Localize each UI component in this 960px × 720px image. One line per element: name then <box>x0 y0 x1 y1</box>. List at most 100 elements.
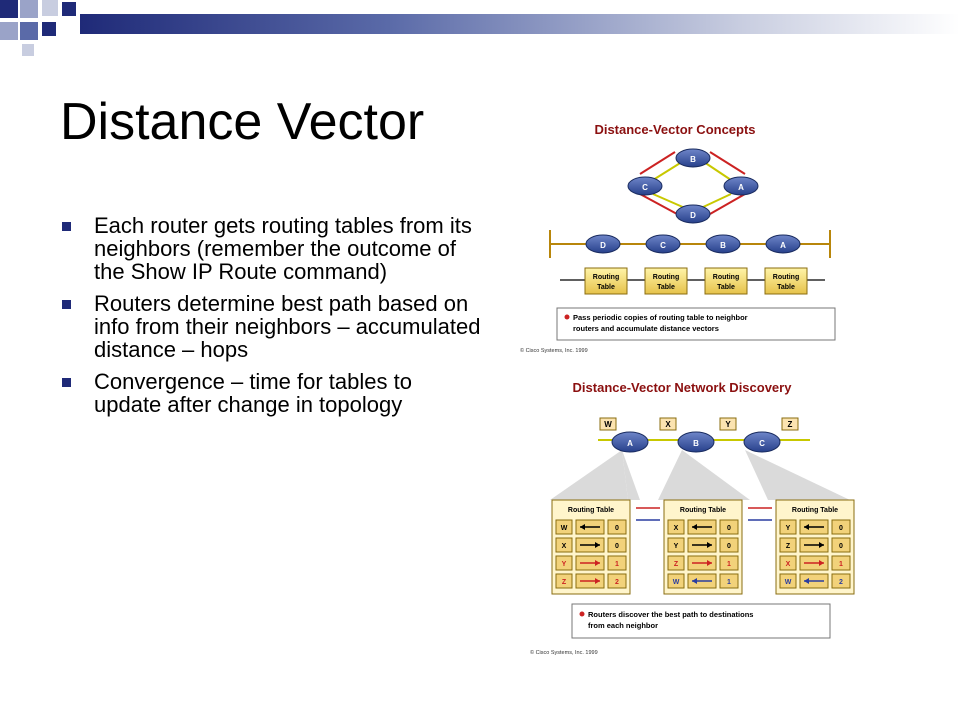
routing-table-network: Y <box>786 525 791 532</box>
bullet-square-icon <box>62 222 71 231</box>
ring-arrows <box>639 151 746 215</box>
router-a: A <box>611 431 649 453</box>
distance-vector-concepts-figure: Distance-Vector Concepts B C A D D C B A… <box>520 122 836 354</box>
network-z-label: Z <box>781 417 799 431</box>
bullet-item: Each router gets routing tables from its… <box>62 214 482 283</box>
corner-square-3 <box>42 0 58 16</box>
slide-title: Distance Vector <box>60 93 425 151</box>
table-exchange-arrows <box>636 507 772 521</box>
routing-table-network: Z <box>562 579 567 586</box>
routing-table-distance: 1 <box>615 561 619 568</box>
routing-table-network: W <box>561 525 568 532</box>
svg-text:C: C <box>759 439 765 448</box>
figure1-copyright: © Cisco Systems, Inc. 1999 <box>520 347 588 354</box>
network-x-label: X <box>659 417 677 431</box>
figure1-note-line1: Pass periodic copies of routing table to… <box>573 313 748 322</box>
bullet-square-icon <box>62 300 71 309</box>
network-w-label: W <box>599 417 617 431</box>
routing-table-distance: 0 <box>727 543 731 550</box>
svg-text:A: A <box>627 439 633 448</box>
chain-router-b: B <box>705 234 741 254</box>
svg-text:Table: Table <box>777 284 795 291</box>
svg-text:D: D <box>600 241 606 250</box>
routing-table-distance: 1 <box>727 561 731 568</box>
corner-square-4 <box>0 22 18 40</box>
routing-table-box: Routing Table <box>704 267 748 295</box>
corner-square-2 <box>20 0 38 18</box>
bullet-square-icon <box>62 378 71 387</box>
distance-vector-discovery-figure: Distance-Vector Network Discovery W X Y … <box>530 380 855 656</box>
router-b: B <box>675 148 711 168</box>
chain-router-c: C <box>645 234 681 254</box>
svg-text:Table: Table <box>717 284 735 291</box>
routing-table-network: W <box>785 579 792 586</box>
routing-table-title: Routing Table <box>568 507 614 514</box>
routing-table-title: Routing Table <box>792 507 838 514</box>
figure2-title: Distance-Vector Network Discovery <box>573 380 793 395</box>
routing-table-network: X <box>562 543 567 550</box>
svg-text:B: B <box>690 155 696 164</box>
router-c: C <box>743 431 781 453</box>
figure2-note-line2: from each neighbor <box>588 621 658 630</box>
routing-table-box: Routing Table <box>764 267 808 295</box>
router-a: A <box>723 176 759 196</box>
routing-table-network: Z <box>786 543 791 550</box>
figure1-title: Distance-Vector Concepts <box>594 122 755 137</box>
svg-text:C: C <box>642 183 648 192</box>
router-cones <box>550 450 850 500</box>
routing-table-distance: 0 <box>727 525 731 532</box>
svg-text:Routing: Routing <box>593 274 619 281</box>
chain-router-d: D <box>585 234 621 254</box>
routing-table-distance: 1 <box>727 579 731 586</box>
svg-text:B: B <box>693 439 699 448</box>
network-y-label: Y <box>719 417 737 431</box>
routing-table-distance: 0 <box>839 543 843 550</box>
routing-table-network: Y <box>562 561 567 568</box>
figure1-note-line2: routers and accumulate distance vectors <box>573 324 719 333</box>
svg-text:B: B <box>720 241 726 250</box>
router-c: C <box>627 176 663 196</box>
svg-text:Table: Table <box>657 284 675 291</box>
svg-text:W: W <box>604 420 612 429</box>
svg-text:D: D <box>690 211 696 220</box>
corner-square-1 <box>0 0 18 18</box>
routing-table-distance: 0 <box>839 525 843 532</box>
routing-table-network: Z <box>674 561 679 568</box>
figure2-copyright: © Cisco Systems, Inc. 1999 <box>530 649 598 656</box>
routing-table-distance: 2 <box>839 579 843 586</box>
routing-table-network: Y <box>674 543 679 550</box>
svg-text:X: X <box>665 420 671 429</box>
chain-router-a: A <box>765 234 801 254</box>
routing-table-distance: 1 <box>839 561 843 568</box>
corner-square-7 <box>42 22 56 36</box>
svg-text:Table: Table <box>597 284 615 291</box>
bullet-item: Routers determine best path based on inf… <box>62 292 482 361</box>
svg-text:Routing: Routing <box>713 274 739 281</box>
routing-table-box: Routing Table <box>584 267 628 295</box>
routing-table-distance: 0 <box>615 543 619 550</box>
corner-square-8 <box>22 44 34 56</box>
router-b: B <box>677 431 715 453</box>
router-d: D <box>675 204 711 224</box>
svg-text:Z: Z <box>788 420 793 429</box>
routing-table-network: X <box>674 525 679 532</box>
corner-square-5 <box>20 22 38 40</box>
routing-table-network: W <box>673 579 680 586</box>
header-bar <box>80 14 960 34</box>
figure1-note-box <box>556 307 836 341</box>
svg-text:Routing: Routing <box>773 274 799 281</box>
svg-text:Y: Y <box>725 420 731 429</box>
corner-square-6 <box>62 2 76 16</box>
routing-table-box: Routing Table <box>644 267 688 295</box>
svg-text:A: A <box>780 241 786 250</box>
routing-table-distance: 2 <box>615 579 619 586</box>
svg-text:A: A <box>738 183 744 192</box>
routing-table-network: X <box>786 561 791 568</box>
bullet-item: Convergence – time for tables to update … <box>62 370 482 416</box>
routing-table-title: Routing Table <box>680 507 726 514</box>
routing-table-distance: 0 <box>615 525 619 532</box>
